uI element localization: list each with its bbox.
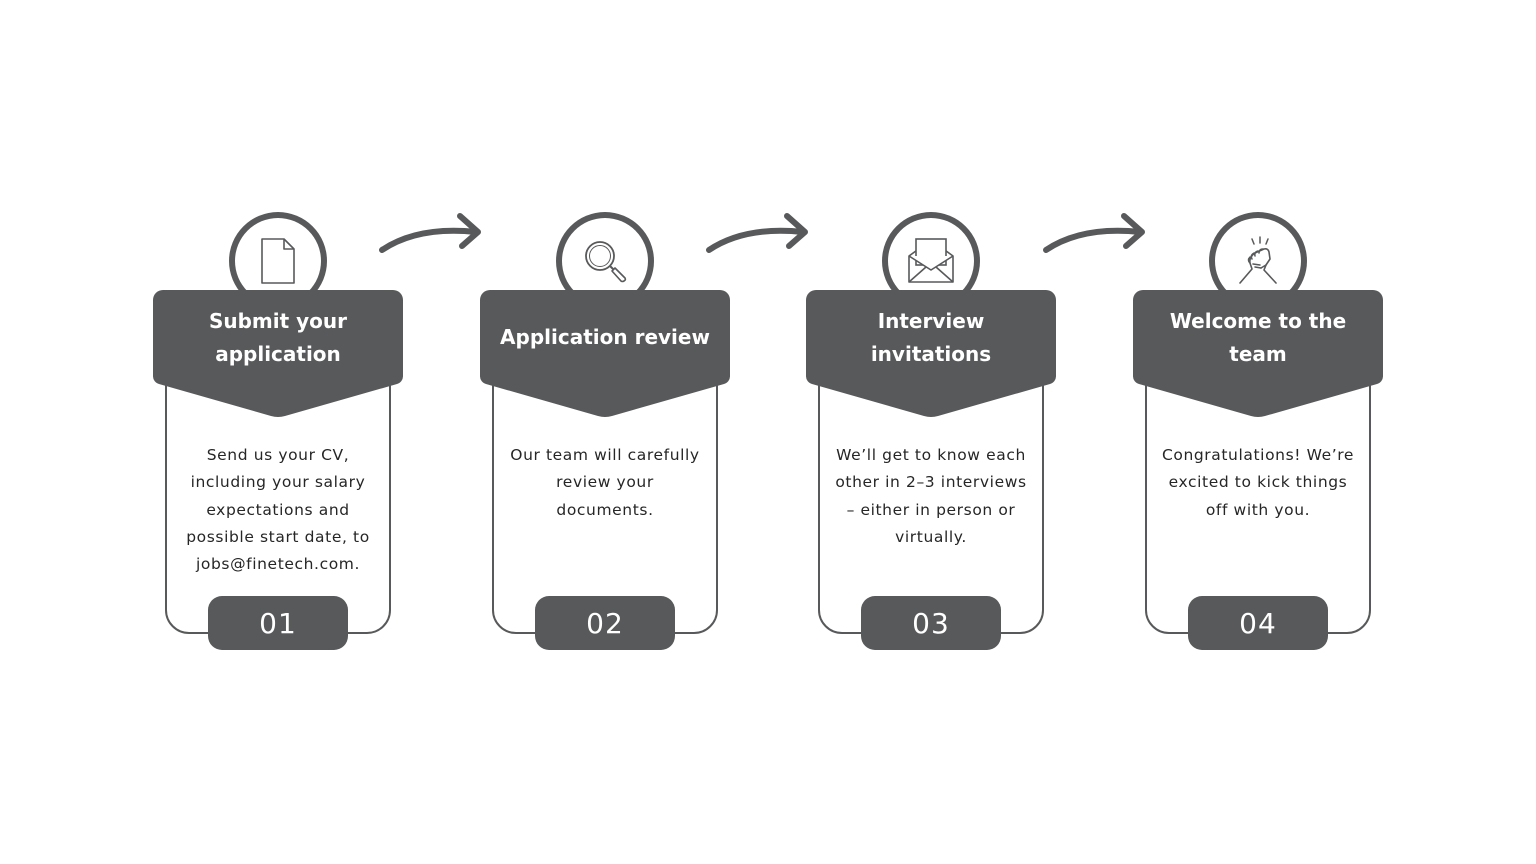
step-title: Application review	[500, 325, 710, 349]
step-number-badge: 02	[535, 596, 675, 650]
handshake-icon	[1239, 236, 1277, 284]
step-description: Congratulations! We’re excited to kick t…	[1161, 446, 1355, 519]
title-banner: Welcome to the team	[1133, 290, 1383, 420]
step-title: Interview invitations	[870, 308, 992, 366]
arrow-2-to-3	[703, 208, 813, 262]
step-application-review: Application review Our team will careful…	[480, 212, 730, 652]
curved-arrow-icon	[379, 213, 481, 253]
step-description: Our team will carefully review your docu…	[510, 446, 700, 519]
step-interview-invitations: Interview invitations We’ll get to know …	[806, 212, 1056, 652]
arrow-3-to-4	[1040, 208, 1150, 262]
title-banner: Interview invitations	[806, 290, 1056, 420]
title-banner: Submit your application	[153, 290, 403, 420]
title-banner: Application review	[480, 290, 730, 420]
step-number-badge: 01	[208, 596, 348, 650]
curved-arrow-icon	[1043, 213, 1145, 253]
step-welcome-to-team: Welcome to the team Congratulations! We’…	[1133, 212, 1383, 652]
curved-arrow-icon	[706, 213, 808, 253]
step-number-badge: 04	[1188, 596, 1328, 650]
step-title: Welcome to the team	[1169, 308, 1347, 366]
step-submit-application: Submit your application Send us your CV,…	[153, 212, 403, 652]
step-number-badge: 03	[861, 596, 1001, 650]
arrow-1-to-2	[376, 208, 486, 262]
envelope-icon	[908, 238, 954, 283]
step-title: Submit your application	[208, 308, 348, 366]
magnifier-icon	[585, 241, 627, 283]
step-description: We’ll get to know each other in 2–3 inte…	[835, 446, 1027, 546]
document-icon	[261, 238, 295, 284]
step-description: Send us your CV, including your salary e…	[186, 446, 370, 574]
